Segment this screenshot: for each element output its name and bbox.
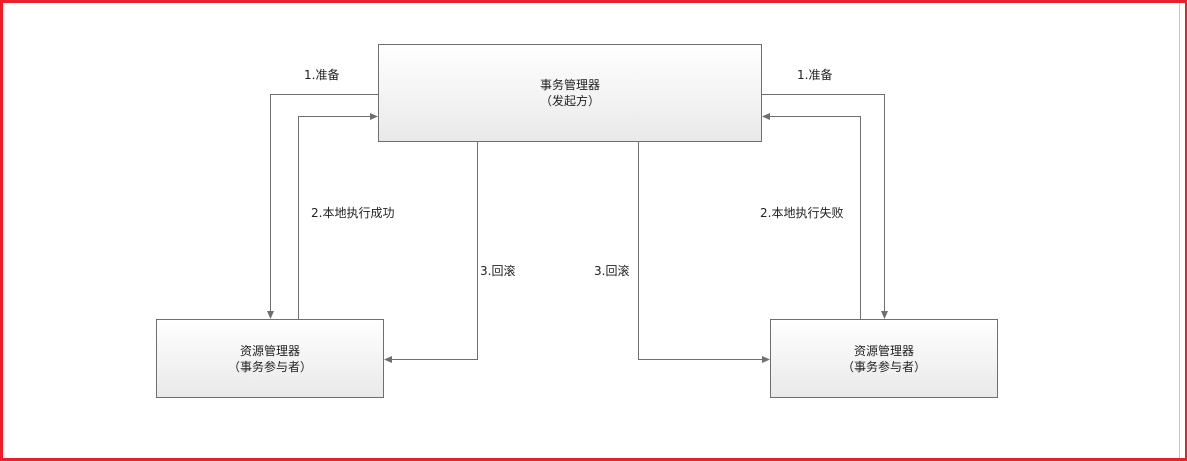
canvas-edge-rule (1179, 3, 1180, 458)
arrowhead-icon (370, 113, 378, 120)
arrowhead-icon (267, 311, 274, 319)
reply-left-connector (298, 113, 378, 319)
prepare-right-connector (762, 94, 888, 319)
reply-right-connector (762, 113, 861, 319)
participant-left-subtitle: （事务参与者） (228, 359, 312, 374)
prepare-left-label: 1.准备 (304, 68, 339, 82)
arrowhead-icon (881, 311, 888, 319)
participant-right-box[interactable]: 资源管理器 （事务参与者） (770, 319, 998, 398)
prepare-right-label: 1.准备 (797, 68, 832, 82)
coordinator-box[interactable]: 事务管理器 （发起方） (378, 44, 762, 142)
coordinator-title: 事务管理器 (540, 77, 600, 92)
participant-left-title: 资源管理器 (240, 343, 300, 358)
participant-right-subtitle: （事务参与者） (842, 359, 926, 374)
arrowhead-icon (762, 113, 770, 120)
arrowhead-icon (384, 356, 392, 363)
reply-left-label: 2.本地执行成功 (311, 206, 394, 220)
participant-left-box[interactable]: 资源管理器 （事务参与者） (156, 319, 384, 398)
rollback-right-connector (638, 142, 770, 363)
rollback-left-connector (384, 142, 478, 363)
coordinator-subtitle: （发起方） (540, 93, 600, 108)
reply-right-label: 2.本地执行失败 (760, 205, 843, 220)
participant-right-title: 资源管理器 (854, 343, 914, 358)
prepare-left-connector (267, 94, 378, 319)
rollback-right-label: 3.回滚 (594, 263, 629, 278)
arrowhead-icon (762, 356, 770, 363)
rollback-left-label: 3.回滚 (480, 263, 515, 278)
